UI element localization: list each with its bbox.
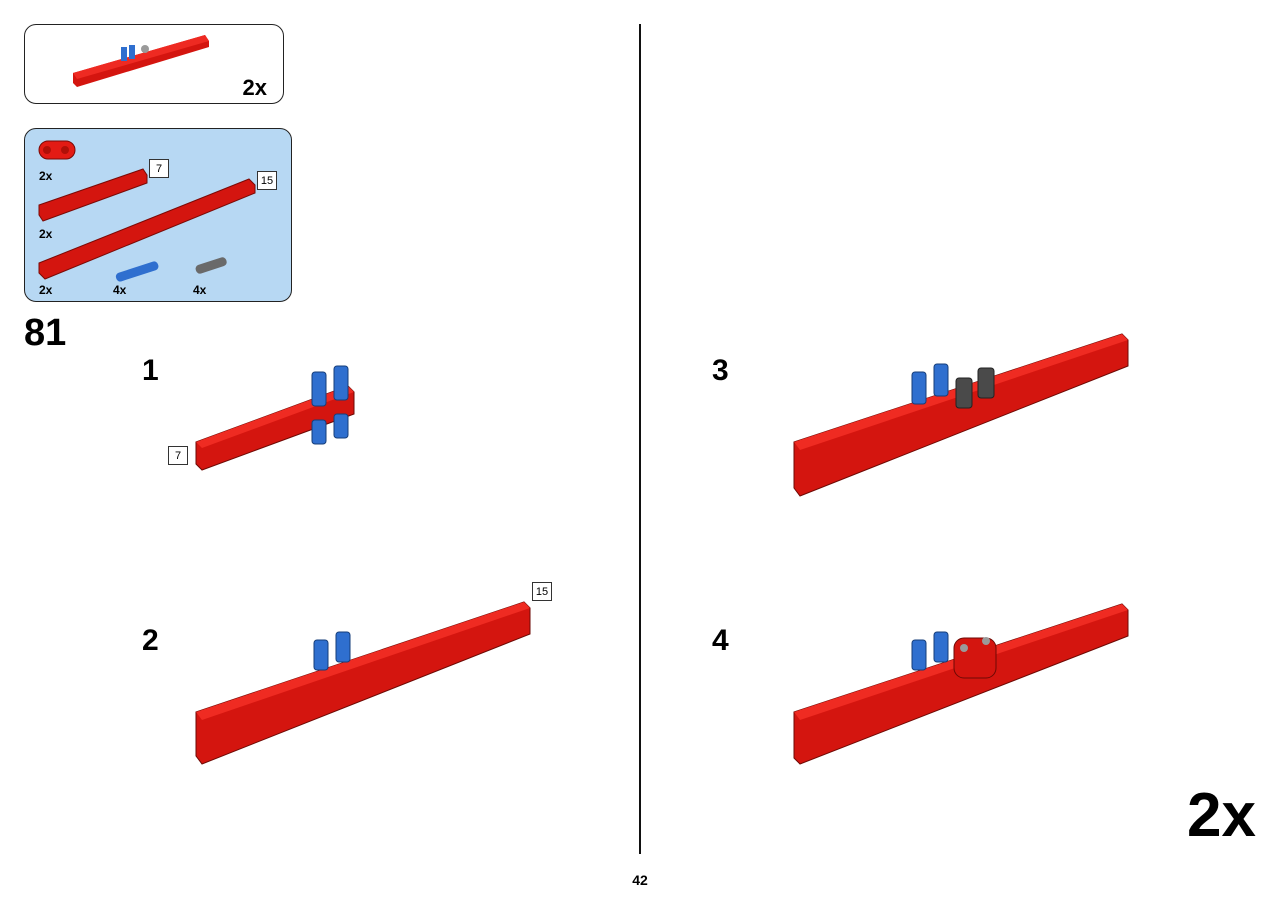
submodel-quantity: 2x — [242, 75, 267, 100]
page-divider — [639, 24, 641, 854]
parts-qty-beam-15: 2x — [39, 283, 53, 297]
substep-2-length-tag: 15 — [532, 582, 552, 601]
submodel-callout: 2x — [24, 24, 284, 104]
assembly-quantity: 2x — [1187, 781, 1256, 850]
parts-qty-beam-7: 2x — [39, 227, 53, 241]
parts-illustrations — [38, 140, 256, 282]
length-tag-15: 15 — [257, 171, 277, 190]
parts-qty-gray-pin: 4x — [193, 283, 207, 297]
submodel-preview-illustration — [73, 35, 209, 87]
parts-list: 2x 7 2x 15 2x 4x 4x — [24, 128, 292, 302]
substep-4-number: 4 — [712, 624, 729, 657]
length-tag-7: 7 — [149, 159, 169, 178]
substep-2-number: 2 — [142, 624, 159, 657]
substep-1-number: 1 — [142, 354, 159, 387]
parts-qty-connector: 2x — [39, 169, 53, 183]
substep-1-length-tag: 7 — [168, 446, 188, 465]
parts-qty-blue-pin: 4x — [113, 283, 127, 297]
page-number: 42 — [632, 872, 648, 888]
substep-3-number: 3 — [712, 354, 729, 387]
step-number: 81 — [24, 312, 67, 354]
